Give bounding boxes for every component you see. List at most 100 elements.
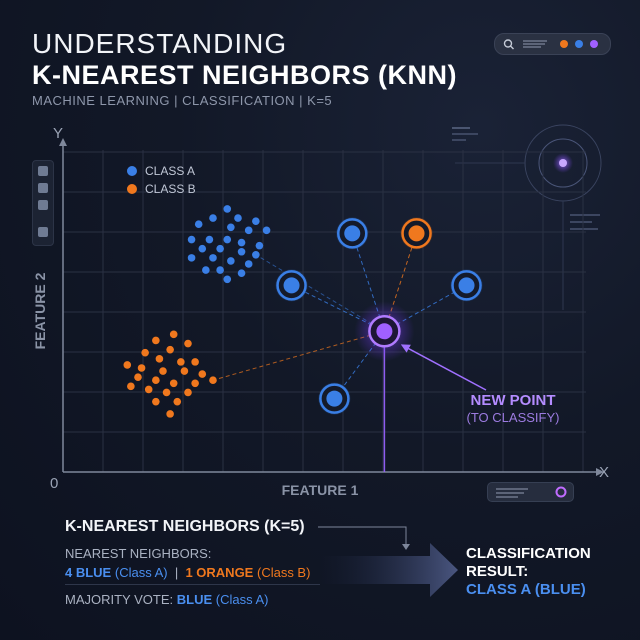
new-point [376,323,393,340]
chart-mini-card[interactable] [487,482,574,502]
y-axis-arrow [59,138,67,146]
pin-icon[interactable] [38,166,48,176]
data-point [252,217,260,225]
data-point [152,397,160,406]
neighbor-point [408,225,425,242]
data-point [187,254,196,262]
classification-result: CLASSIFICATION RESULT: CLASS A (BLUE) [466,545,626,599]
mini-card-icons [496,486,567,498]
data-point [209,214,217,222]
blue-count: 4 BLUE [65,565,112,580]
x-axis-letter: X [599,464,609,481]
ring-icon [555,486,567,498]
neighbor-point [458,277,475,294]
data-point [155,355,164,363]
data-point [191,358,199,366]
data-point [244,226,253,235]
new-point-label: NEW POINT [471,392,556,409]
summary-connector [318,526,410,550]
data-point [127,382,135,391]
legend-label: CLASS A [145,164,195,178]
data-point [144,385,153,394]
pointer-icon[interactable] [38,227,48,237]
x-axis-title: FEATURE 1 [282,482,359,498]
zoom-icon[interactable] [38,183,48,193]
data-point [169,379,178,388]
neighbors-label: NEAREST NEIGHBORS: [65,546,212,561]
neighbor-point [283,277,300,294]
data-point [184,339,192,348]
data-point [198,370,207,378]
data-point [209,254,217,262]
result-title-2: RESULT: [466,563,529,580]
top-toolbar[interactable] [494,33,611,55]
data-point [216,244,224,253]
toolbar-icons [503,39,598,50]
vote-label: MAJORITY VOTE: [65,592,174,607]
data-point [141,348,149,357]
data-point [152,376,160,385]
neighbors-values: 4 BLUE (Class A) | 1 ORANGE (Class B) [65,565,310,580]
data-point [134,373,142,381]
data-point [223,205,232,213]
data-point [173,397,182,406]
data-point [137,364,146,372]
blue-class: (Class A) [114,565,168,580]
data-point [191,379,199,388]
data-point [216,266,224,274]
data-point [152,336,160,345]
legend-marker [127,184,137,194]
legend-marker [127,166,137,176]
x-axis-arrow [596,468,604,476]
y-axis-letter: Y [53,125,63,142]
decorative-hud [452,124,602,310]
vote-value: BLUE [176,592,213,607]
data-point [169,330,178,339]
legend-label: CLASS B [145,182,196,196]
page-subtitle: MACHINE LEARNING | CLASSIFICATION | K=5 [32,93,333,108]
data-point [159,367,167,375]
orange-class: (Class B) [256,565,311,580]
data-point [166,345,174,354]
data-point [123,361,132,369]
data-point [237,247,246,256]
data-point [198,244,207,253]
origin-label: 0 [50,475,58,492]
result-arrow [320,543,458,597]
data-point [227,223,235,232]
search-icon [503,39,513,48]
new-point-sublabel: (TO CLASSIFY) [467,410,560,425]
data-point [262,226,271,235]
y-axis-title: FEATURE 2 [32,272,48,349]
data-point [184,388,192,397]
data-point [205,235,214,244]
majority-vote: MAJORITY VOTE: BLUE (Class A) [65,592,268,607]
page-title: K-NEAREST NEIGHBORS (KNN) [32,60,458,90]
divider [65,584,320,585]
neighbor-point [326,390,343,407]
purple-dot-icon [590,40,598,48]
gear-icon[interactable] [38,200,48,210]
orange-count: 1 ORANGE [185,565,254,580]
result-title-1: CLASSIFICATION [466,545,591,562]
blue-dot-icon [575,40,583,48]
vote-class: (Class A) [215,592,269,607]
summary-title: K-NEAREST NEIGHBORS (K=5) [65,518,305,535]
chart-tool-panel[interactable] [32,160,54,246]
data-point [227,257,235,265]
data-point [234,214,242,222]
data-point [180,367,189,375]
data-point [166,410,174,418]
data-point [162,388,171,397]
title-line-1: UNDERSTANDING [32,28,288,59]
data-point [252,251,260,259]
orange-dot-icon [560,40,568,48]
data-point [237,269,246,277]
data-point [209,376,217,385]
data-point [237,238,246,247]
data-point [223,235,232,244]
data-point [223,275,232,284]
new-point-arrow [400,344,487,391]
data-point [187,235,196,244]
